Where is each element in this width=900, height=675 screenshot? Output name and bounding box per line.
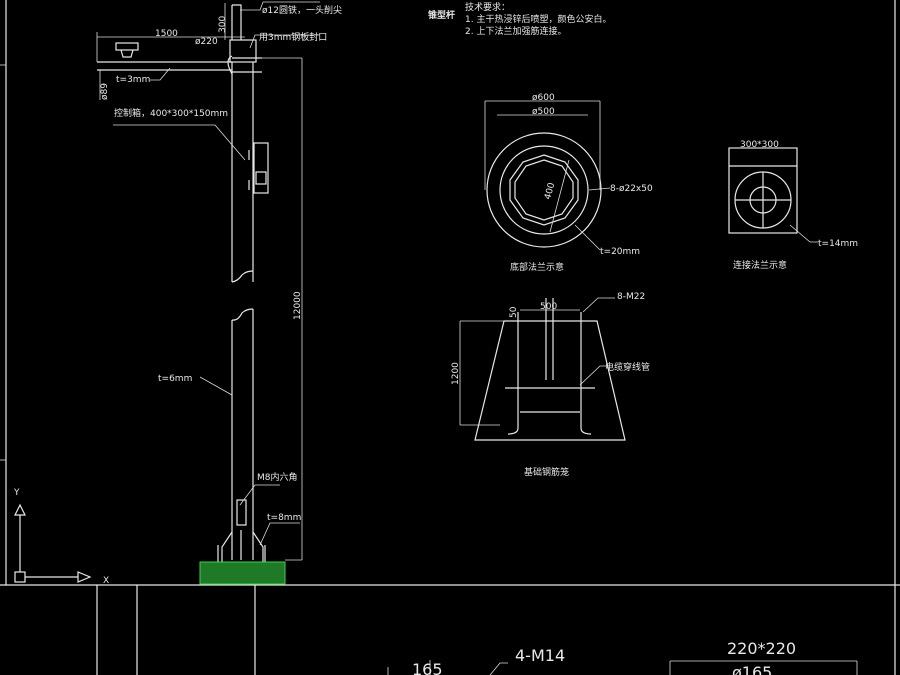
arm-pipe-dim: ø89 — [100, 83, 110, 100]
arm-thickness: t=3mm — [116, 75, 150, 85]
connect-flange-thickness: t=14mm — [818, 239, 858, 249]
lower-detail — [387, 660, 858, 675]
foundation-hatch — [199, 561, 286, 585]
requirement-1: 1. 主干热浸锌后喷塑，颜色公安白。 — [465, 13, 611, 25]
ucs-icon — [14, 503, 92, 583]
drawing-title: 锥型杆 — [428, 9, 455, 21]
base-flange-outer-dim: ø600 — [532, 93, 555, 103]
foundation-spacing-dim: 500 — [540, 302, 557, 312]
lower-detail-bolts: 4-M14 — [515, 646, 565, 665]
lower-detail-dim: 165 — [412, 660, 443, 675]
conduit-note: 电缆穿线管 — [605, 361, 650, 373]
base-flange-inner-dim: ø500 — [532, 107, 555, 117]
ucs-y-label: Y — [13, 488, 20, 498]
foundation-bolts: 8-M22 — [617, 292, 645, 302]
arm-diameter-dim: ø220 — [195, 37, 218, 47]
foundation-depth-dim: 1200 — [451, 362, 461, 385]
base-flange-diag-dim: 400 — [543, 181, 557, 200]
ucs-x-label: X — [103, 576, 109, 586]
camera-icon — [115, 42, 139, 58]
requirements-heading: 技术要求： — [465, 1, 510, 13]
top-height-dim: 300 — [218, 16, 228, 33]
base-flange-thickness: t=20mm — [600, 247, 640, 257]
lower-detail-diameter: ø165 — [732, 663, 772, 675]
connect-flange-plan — [728, 147, 818, 243]
foundation-section — [459, 297, 626, 441]
foundation-offset-dim: 50 — [509, 306, 519, 318]
control-box-icon — [248, 142, 269, 194]
connect-flange-caption: 连接法兰示意 — [733, 259, 787, 271]
wall-thickness: t=6mm — [158, 374, 192, 384]
base-flange-holes: 8-ø22x50 — [610, 184, 653, 194]
total-height-dim: 12000 — [293, 291, 303, 320]
connect-flange-size: 300*300 — [740, 140, 779, 150]
requirement-2: 2. 上下法兰加强筋连接。 — [465, 25, 566, 37]
pole-elevation — [96, 1, 320, 585]
base-flange-caption: 底部法兰示意 — [510, 261, 564, 273]
arm-length-dim: 1500 — [155, 29, 178, 39]
rod-note: ø12圆铁，一头削尖 — [262, 4, 342, 16]
door-bolt-note: M8内六角 — [257, 471, 298, 483]
foundation-caption: 基础钢筋笼 — [524, 466, 569, 478]
base-flange-plan — [484, 100, 611, 251]
lower-detail-plate: 220*220 — [727, 639, 796, 658]
control-box-note: 控制箱，400*300*150mm — [114, 107, 228, 119]
rib-thickness: t=8mm — [267, 513, 301, 523]
seal-note: 用3mm钢板封口 — [259, 31, 327, 43]
